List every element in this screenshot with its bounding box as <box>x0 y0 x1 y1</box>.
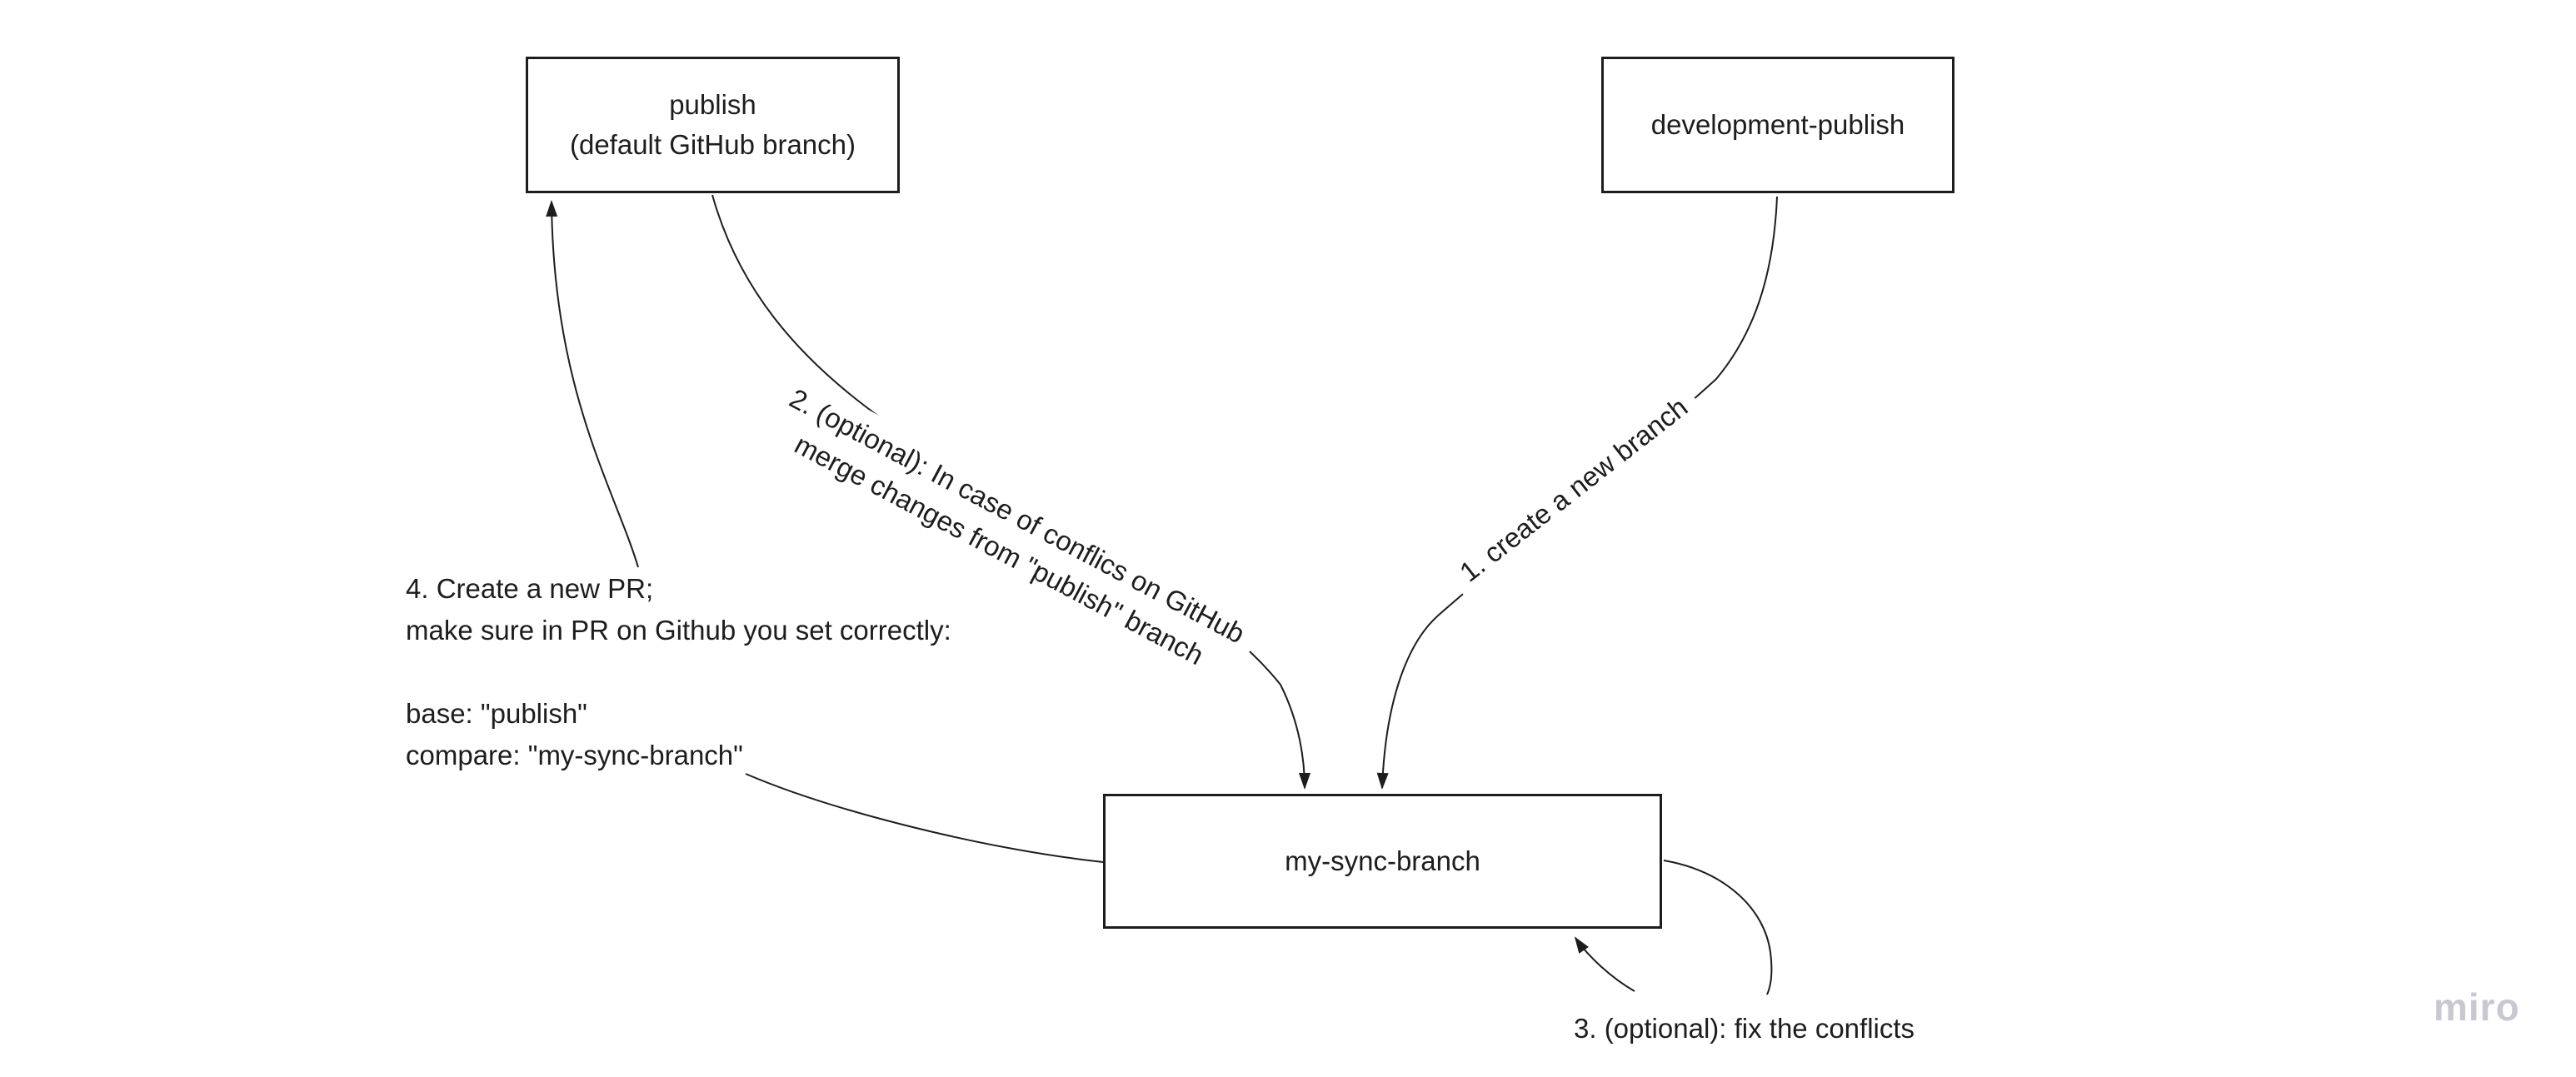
connector-step-3-head[interactable] <box>1574 936 1635 992</box>
node-my-sync-branch-label: my-sync-branch <box>1285 845 1480 876</box>
node-development-publish-label: development-publish <box>1650 109 1905 140</box>
connector-label-create-pr[interactable]: 4. Create a new PR; make sure in PR on G… <box>406 573 951 770</box>
node-publish[interactable]: publish (default GitHub branch) <box>526 57 900 193</box>
connector-label-fix-conflicts[interactable]: 3. (optional): fix the conflicts <box>1574 1013 1915 1044</box>
miro-watermark-logo: miro <box>2434 985 2520 1029</box>
connector-step-3-arc[interactable] <box>1663 860 1773 995</box>
connector-step-4-tail[interactable] <box>745 773 1104 863</box>
node-my-sync-branch[interactable]: my-sync-branch <box>1103 794 1662 929</box>
connector-step-4-head[interactable] <box>546 200 639 568</box>
node-publish-label: publish (default GitHub branch) <box>569 89 856 160</box>
node-development-publish[interactable]: development-publish <box>1601 57 1954 193</box>
